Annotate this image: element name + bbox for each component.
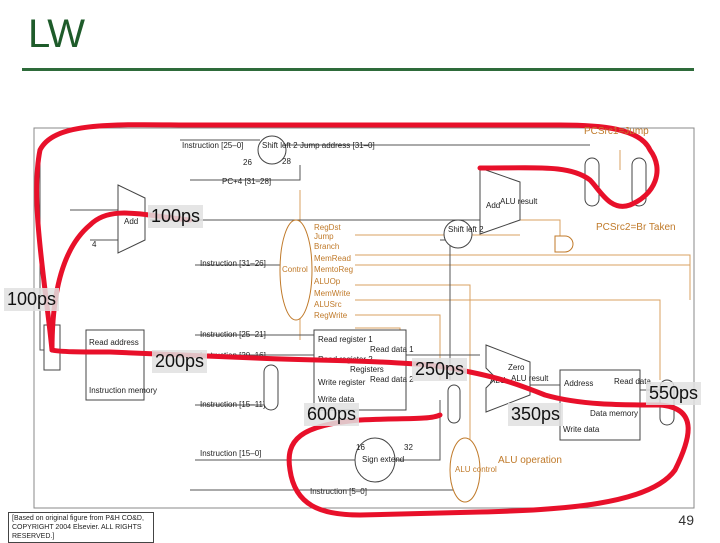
control-label: Control (282, 265, 308, 274)
instr-5-0-label: Instruction [5–0] (310, 487, 367, 496)
frame (33, 127, 695, 509)
zero-label: Zero (508, 363, 525, 372)
alu-control (449, 437, 481, 503)
write-data-label: Write data (318, 395, 355, 404)
timing-100ps-adder: 100ps (148, 205, 204, 228)
read-data2-label: Read data 2 (370, 375, 414, 384)
control-unit (279, 219, 313, 321)
sign-extend (354, 437, 396, 483)
alu-operation-label: ALU operation (498, 455, 562, 466)
instr-15-0-label: Instruction [15–0] (200, 449, 261, 458)
alu-result-top-label: ALU result (500, 197, 538, 206)
mux-regdst (263, 364, 279, 411)
read-reg1-label: Read register 1 (318, 335, 373, 344)
pcsrc2-label: PCSrc2=Br Taken (596, 222, 676, 233)
adder-right (479, 167, 521, 235)
alu-control-label: ALU control (455, 465, 497, 474)
timing-100ps-pc: 100ps (4, 288, 60, 311)
adder-right-label: Add (486, 201, 500, 210)
main-alu (485, 344, 531, 413)
control-signal-list: RegDst Jump Branch MemRead MemtoReg ALUO… (314, 223, 353, 320)
ctrl-sig-0: RegDst (314, 223, 341, 232)
instr-25-21-label: Instruction [25–21] (200, 330, 266, 339)
n4-label: 4 (92, 240, 97, 249)
shift-left-top-label: Shift left 2 (262, 141, 298, 150)
n28-label: 28 (282, 157, 291, 166)
instr-15-11-label: Instruction [15–11] (200, 400, 265, 409)
timing-200ps: 200ps (152, 350, 208, 373)
mux-top-2 (631, 157, 647, 207)
instruction-memory (85, 329, 145, 401)
n32-label: 32 (404, 443, 413, 452)
alu-result-label: ALU result (511, 374, 549, 383)
read-data-label: Read data (614, 377, 651, 386)
timing-550ps: 550ps (646, 382, 702, 405)
registers-label: Registers (350, 365, 384, 374)
mux-alusrc (447, 384, 461, 424)
adder-left-label: Add (124, 217, 138, 226)
ctrl-sig-8: RegWrite (314, 311, 348, 320)
data-memory-label: Data memory (590, 409, 638, 418)
n16-label: 16 (356, 443, 365, 452)
write-reg-label: Write register (318, 378, 366, 387)
page-title: LW (28, 12, 86, 56)
ctrl-sig-6: MemWrite (314, 289, 351, 298)
adder-left (117, 184, 146, 254)
shift-left-top (257, 135, 287, 165)
page-number: 49 (678, 512, 694, 528)
read-data1-label: Read data 1 (370, 345, 414, 354)
ctrl-sig-3: MemRead (314, 254, 351, 263)
timing-600ps: 600ps (304, 403, 360, 426)
path-jump (34, 122, 660, 353)
ctrl-sig-4: MemtoReg (314, 265, 353, 274)
shift-left-mid (443, 219, 473, 249)
write-data-dm-label: Write data (563, 425, 600, 434)
jump-address-label: Jump address [31–0] (300, 141, 375, 150)
timing-350ps: 350ps (508, 403, 564, 426)
title-rule (22, 68, 694, 71)
copyright-footer: [Based on original figure from P&H CO&D,… (8, 512, 154, 543)
timing-250ps: 250ps (412, 358, 468, 381)
ctrl-sig-1: Jump (314, 232, 334, 241)
and-gate (554, 235, 574, 253)
registers-block (313, 329, 407, 411)
instruction-memory-label: Instruction memory (89, 386, 157, 395)
address-label: Address (564, 379, 593, 388)
pc4-label: PC+4 [31–28] (222, 177, 271, 186)
instr-31-26-label: Instruction [31–26] (200, 259, 266, 268)
ctrl-sig-5: ALUOp (314, 277, 341, 286)
ctrl-sig-2: Branch (314, 242, 339, 251)
shift-left-mid-label: Shift left 2 (448, 225, 484, 234)
n26-label: 26 (243, 158, 252, 167)
pcsrc1-label: PCSrc1=Jump (584, 126, 649, 137)
sign-extend-label: Sign extend (362, 455, 404, 464)
instr-25-0-label: Instruction [25–0] (182, 141, 243, 150)
read-address-label: Read address (89, 338, 139, 347)
ctrl-sig-7: ALUSrc (314, 300, 342, 309)
